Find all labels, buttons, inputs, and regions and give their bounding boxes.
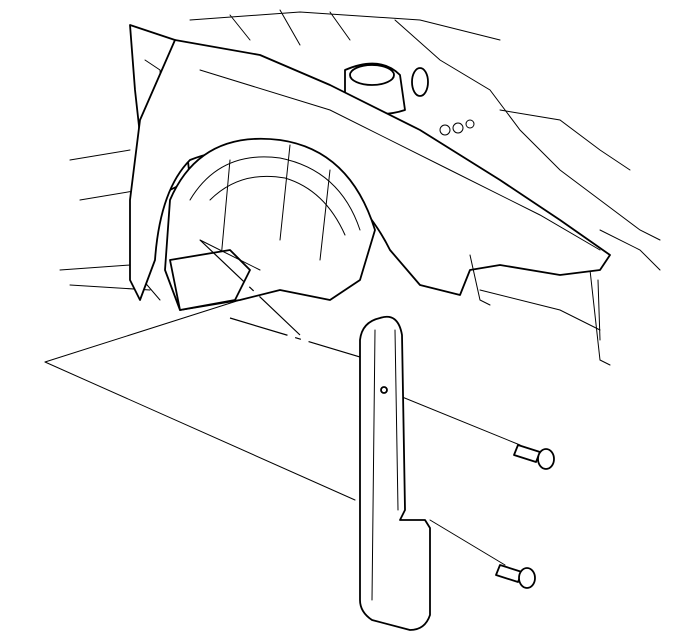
leader-lines (44, 239, 521, 566)
screw-upper (513, 444, 555, 470)
splash-shield (359, 315, 431, 631)
screw-lower (495, 564, 536, 589)
wheelhouse (164, 137, 376, 311)
